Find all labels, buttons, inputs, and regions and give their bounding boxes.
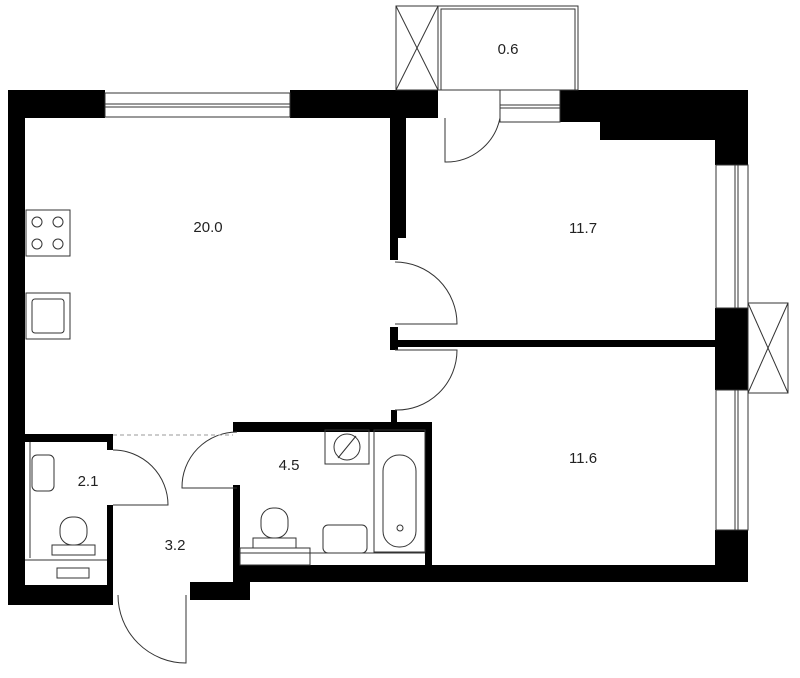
room-area-balcony: 0.6: [498, 41, 519, 58]
ventilation-shaft-icon: [395, 5, 439, 91]
ventilation-shaft-icon: [747, 302, 789, 394]
stove-icon: [25, 209, 71, 257]
kitchen-sink-icon: [25, 292, 71, 340]
doors: [112, 117, 501, 664]
fixtures: [25, 209, 426, 579]
bathroom-sink-icon: [322, 524, 368, 554]
room-area-bedroom-1: 11.7: [569, 220, 597, 237]
room-area-bathroom: 4.5: [279, 457, 300, 474]
windows: [104, 89, 749, 531]
toilet-icon: [51, 516, 96, 556]
area-labels: 20.0 11.7 11.6 0.6 2.1 3.2 4.5: [78, 41, 597, 554]
balcony: [395, 5, 789, 394]
room-area-wc: 2.1: [78, 473, 99, 490]
bathtub-icon: [373, 429, 426, 553]
room-area-kitchen-living: 20.0: [193, 219, 222, 236]
walls: [8, 90, 748, 605]
toilet-icon: [252, 507, 297, 549]
boiler-icon: [324, 429, 370, 465]
wc-sink-icon: [31, 454, 55, 492]
room-area-hallway: 3.2: [165, 537, 186, 554]
room-area-bedroom-2: 11.6: [569, 450, 597, 467]
